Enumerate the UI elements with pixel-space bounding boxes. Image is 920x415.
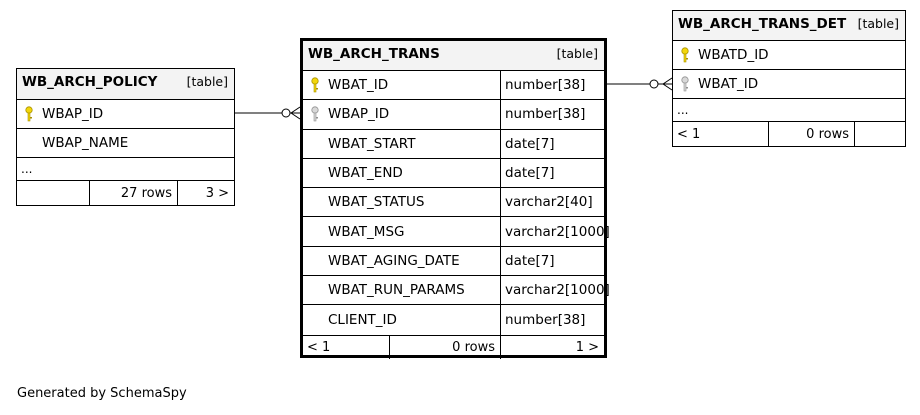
table-wb-arch-policy[interactable]: WB_ARCH_POLICY [table] WBAP_ID WBAP_NAME… (16, 68, 235, 206)
column-row[interactable]: WBAP_ID number[38] (303, 100, 604, 130)
column-row[interactable]: WBAT_END date[7] (303, 158, 604, 189)
column-name: WBAP_ID (42, 106, 104, 122)
table-name: WB_ARCH_TRANS_DET (678, 16, 847, 32)
table-header: WB_ARCH_POLICY [table] (17, 69, 234, 100)
table-wb-arch-trans-det[interactable]: WB_ARCH_TRANS_DET [table] WBATD_ID WBAT_… (672, 10, 906, 147)
column-type: number[38] (500, 100, 604, 129)
column-row[interactable]: WBAT_ID (673, 70, 905, 99)
more-columns-row: ... (17, 158, 234, 181)
column-type: date[7] (500, 158, 604, 188)
column-row[interactable]: WBAT_AGING_DATE date[7] (303, 246, 604, 277)
column-type: number[38] (500, 71, 604, 100)
column-row[interactable]: CLIENT_ID number[38] (303, 305, 604, 335)
row-count: 0 rows (768, 122, 854, 146)
parents-count[interactable] (17, 181, 89, 205)
column-type: date[7] (500, 246, 604, 276)
ellipsis: ... (677, 103, 689, 117)
relationship-det-trans (606, 77, 673, 91)
table-type: [table] (186, 74, 228, 89)
more-columns-row: ... (673, 99, 905, 122)
column-type: number[38] (500, 305, 604, 335)
column-name: WBATD_ID (698, 47, 769, 63)
table-header: WB_ARCH_TRANS_DET [table] (673, 11, 905, 41)
column-row[interactable]: WBAT_STATUS varchar2[40] (303, 188, 604, 218)
column-name: WBAP_ID (328, 106, 390, 123)
column-row[interactable]: WBAT_START date[7] (303, 129, 604, 159)
parents-count[interactable]: < 1 (677, 126, 701, 142)
column-row[interactable]: WBAP_NAME (17, 129, 234, 158)
relationship-policy-trans (234, 106, 301, 120)
parents-count[interactable]: < 1 (307, 339, 331, 355)
column-name: WBAP_NAME (42, 135, 129, 151)
column-name: WBAT_END (328, 165, 403, 182)
column-name: WBAT_STATUS (328, 194, 425, 211)
column-row[interactable]: WBAP_ID (17, 100, 234, 129)
table-name: WB_ARCH_POLICY (22, 74, 158, 90)
row-count: 0 rows (389, 335, 500, 359)
column-name: CLIENT_ID (328, 312, 397, 329)
table-footer: 27 rows 3 > (17, 181, 234, 205)
ellipsis: ... (21, 162, 33, 176)
children-count[interactable] (854, 122, 905, 146)
column-name: WBAT_AGING_DATE (328, 252, 460, 269)
column-type: varchar2[40] (500, 188, 604, 217)
generator-credit: Generated by SchemaSpy (17, 386, 187, 401)
column-row[interactable]: WBAT_MSG varchar2[1000] (303, 217, 610, 247)
column-type: varchar2[1000] (500, 276, 610, 305)
children-count[interactable]: 1 > (500, 335, 604, 359)
table-footer: < 1 0 rows 1 > (303, 334, 604, 359)
column-name: WBAT_ID (698, 76, 759, 92)
table-name: WB_ARCH_TRANS (308, 46, 440, 62)
key-icon (681, 76, 689, 92)
key-icon (311, 77, 319, 93)
key-icon (311, 106, 319, 122)
column-type: varchar2[1000] (500, 217, 610, 246)
table-footer: < 1 0 rows (673, 122, 905, 146)
children-count[interactable]: 3 > (177, 181, 234, 205)
key-icon (25, 106, 33, 122)
column-name: WBAT_RUN_PARAMS (328, 282, 465, 299)
column-name: WBAT_START (328, 135, 416, 152)
key-icon (681, 47, 689, 63)
column-name: WBAT_ID (328, 77, 389, 94)
table-header: WB_ARCH_TRANS [table] (303, 41, 604, 71)
column-row[interactable]: WBAT_ID number[38] (303, 71, 604, 101)
column-type: date[7] (500, 129, 604, 158)
row-count: 27 rows (89, 181, 177, 205)
column-row[interactable]: WBATD_ID (673, 41, 905, 70)
table-type: [table] (556, 46, 598, 61)
table-type: [table] (857, 16, 899, 31)
column-row[interactable]: WBAT_RUN_PARAMS varchar2[1000] (303, 276, 610, 306)
column-name: WBAT_MSG (328, 223, 405, 240)
